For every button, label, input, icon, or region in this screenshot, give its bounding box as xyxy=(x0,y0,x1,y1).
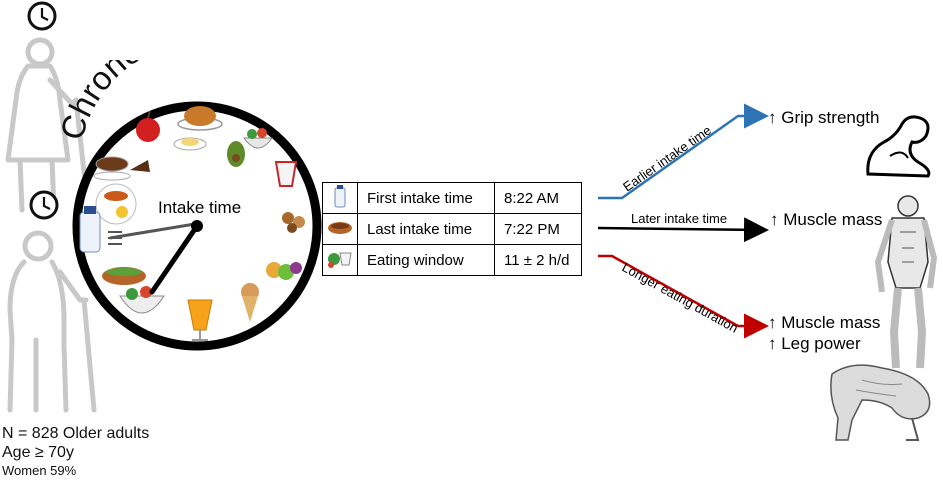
first-intake-value: 8:22 AM xyxy=(494,182,582,214)
elderly-man-icon xyxy=(7,230,97,413)
cake-slice-icon xyxy=(130,160,150,172)
yogurt-cup-icon xyxy=(274,161,298,187)
salad-bowl-icon xyxy=(243,128,273,149)
longer-duration-arrow xyxy=(598,254,769,339)
intake-time-label: Intake time xyxy=(158,198,242,217)
sandwich-icon xyxy=(102,267,146,285)
table-row: Eating window 11 ± 2 h/d xyxy=(322,244,582,276)
salad-bowl-icon xyxy=(119,286,165,314)
intake-table: First intake time 8:22 AM Last intake ti… xyxy=(322,182,582,276)
pie-icon xyxy=(328,222,352,234)
clock-icon xyxy=(29,190,59,220)
earlier-intake-arrow xyxy=(598,103,769,200)
women-percentage-text: Women 59% xyxy=(2,463,77,478)
later-intake-label: Later intake time xyxy=(631,211,727,226)
roast-chicken-icon xyxy=(177,106,223,131)
avocado-icon xyxy=(227,141,245,167)
longer-duration-label: Longer eating duration xyxy=(620,260,741,336)
leg-power-outcome: ↑ Leg power xyxy=(768,334,861,353)
fruit-bowl-icon xyxy=(266,262,302,280)
last-intake-value: 7:22 PM xyxy=(494,213,582,245)
grip-strength-outcome: ↑ Grip strength xyxy=(768,108,880,127)
eating-window-value: 11 ± 2 h/d xyxy=(494,244,582,276)
juice-glass-icon xyxy=(187,299,213,341)
flexed-arm-icon xyxy=(866,115,931,178)
clock-center xyxy=(191,220,203,232)
later-intake-arrow xyxy=(597,217,769,243)
ice-cream-cone-icon xyxy=(241,283,259,322)
muscle-anatomy-figure xyxy=(874,195,938,369)
elderly-figures-illustration xyxy=(5,1,97,413)
meal-icon xyxy=(328,252,352,268)
clock-icon xyxy=(27,1,57,31)
pasta-plate-icon xyxy=(173,137,207,151)
coffee-cup-icon xyxy=(93,156,131,181)
milk-bottle-icon xyxy=(334,185,346,208)
milk-bottle-icon xyxy=(79,206,101,253)
squat-legs-figure xyxy=(830,364,931,441)
muscle-mass-outcome: ↑ Muscle mass xyxy=(768,313,881,332)
hour-hand xyxy=(149,223,200,295)
muscle-mass-outcome: ↑ Muscle mass xyxy=(770,210,883,229)
eating-window-label: Eating window xyxy=(357,244,495,276)
earlier-intake-label: Earlier intake time xyxy=(620,122,714,194)
fork-icon xyxy=(108,222,196,245)
chrononutrition-clock: Chrononutrition xyxy=(60,60,322,351)
eggs-sausage-plate-icon xyxy=(95,183,137,225)
sample-size-text: N = 828 Older adults xyxy=(2,425,150,442)
apple-icon xyxy=(136,110,160,142)
nuts-icon xyxy=(282,212,305,233)
age-text: Age ≥ 70y xyxy=(2,444,74,461)
